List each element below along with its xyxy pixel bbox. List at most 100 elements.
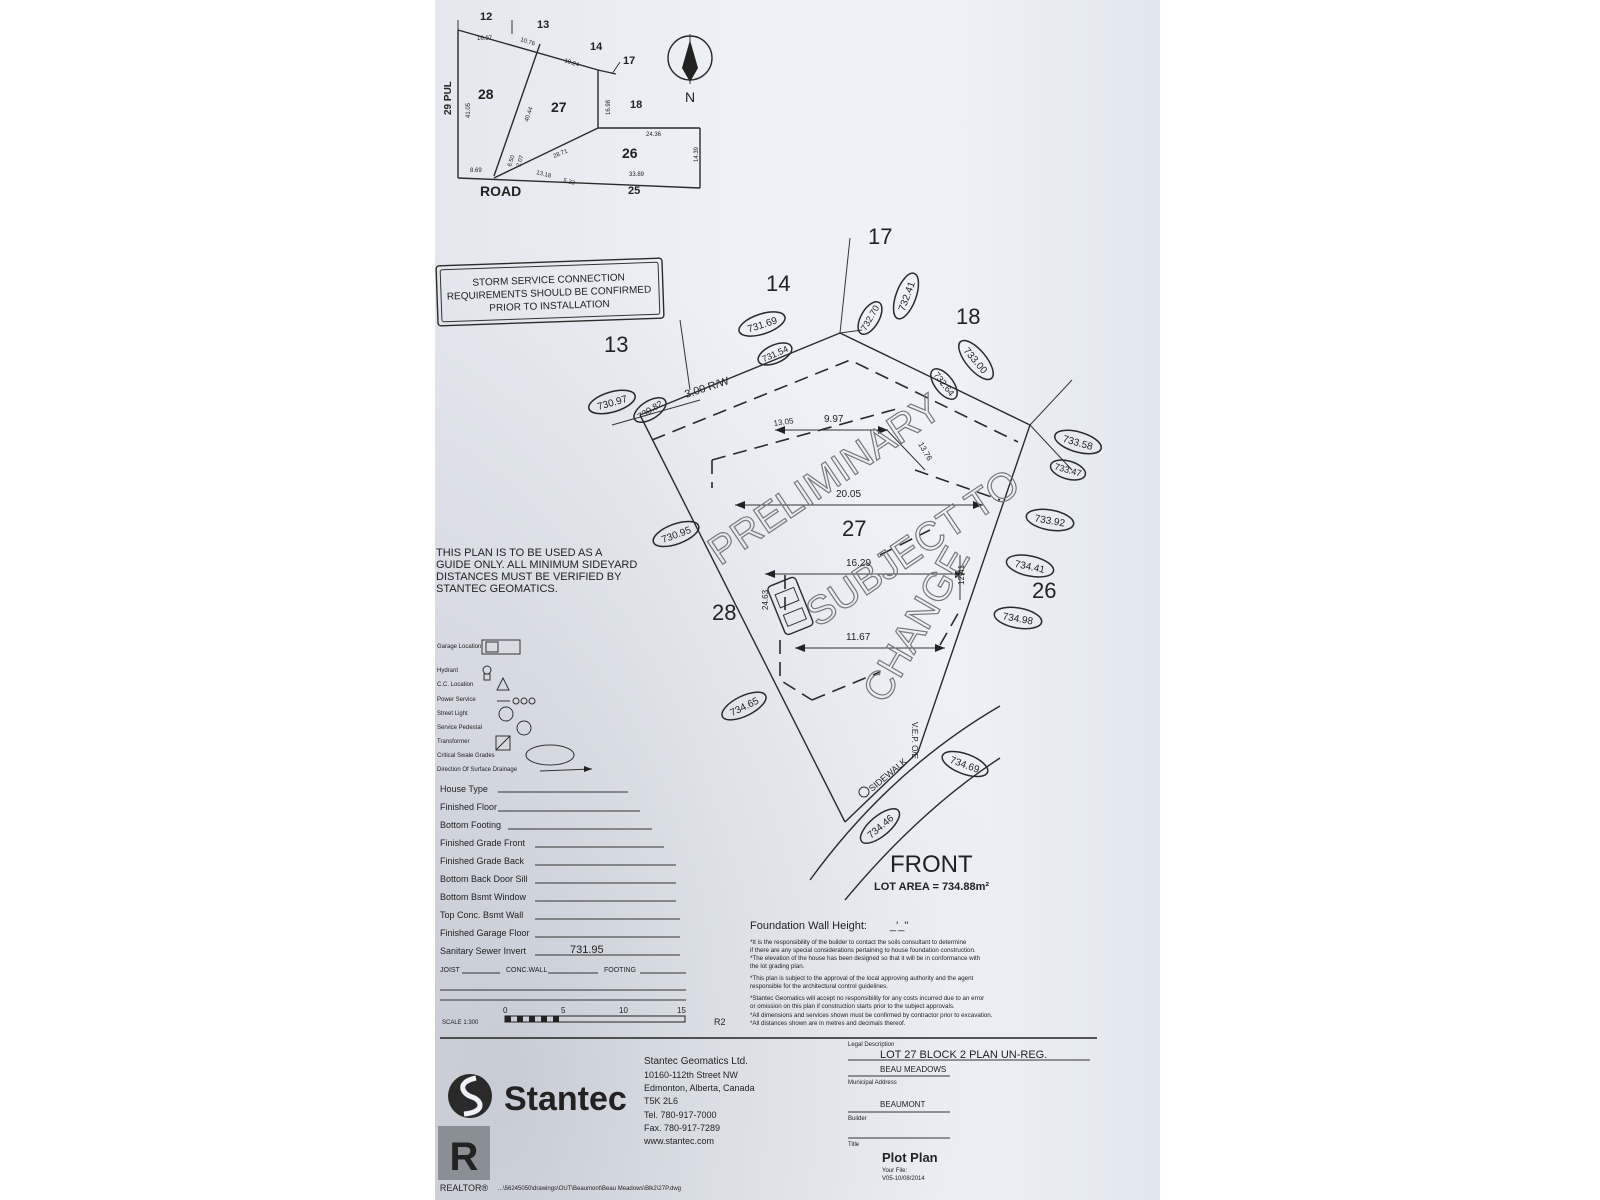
file-caption: Your File: xyxy=(882,1168,907,1174)
legend-label: Power Service xyxy=(437,697,476,703)
garage-location-icon xyxy=(767,576,814,636)
realtor-logo-letter: R xyxy=(450,1135,479,1179)
critical-swale-legend-icon xyxy=(525,744,575,766)
key-dim: 2.07 xyxy=(516,154,526,168)
foundation-note-line: *It is the responsibility of the builder… xyxy=(750,939,967,946)
file-date: V05-10/08/2014 xyxy=(882,1176,925,1182)
cc-location-legend-icon xyxy=(496,676,510,691)
stantec-logo-icon xyxy=(448,1074,492,1118)
lot-area: LOT AREA = 734.88m² xyxy=(874,881,989,893)
guide-note: THIS PLAN IS TO BE USED AS A GUIDE ONLY.… xyxy=(436,547,637,595)
drawing-title: Plot Plan xyxy=(882,1150,938,1165)
foundation-wall-label: Foundation Wall Height: xyxy=(750,920,867,932)
form-field-label: Bottom Bsmt Window xyxy=(440,892,527,902)
row-label: 3.00 R/W xyxy=(683,375,731,401)
dimension-label: 13.76 xyxy=(916,441,934,463)
legal-caption: Legal Description xyxy=(848,1042,894,1048)
realtor-logo-icon: R REALTOR® xyxy=(438,1126,490,1193)
power-service-legend-icon xyxy=(497,697,536,705)
scale-tick: 10 xyxy=(619,1006,628,1015)
key-lot-27: 27 xyxy=(551,99,567,115)
builder-caption: Builder xyxy=(848,1116,867,1122)
scale-tick: 15 xyxy=(677,1006,686,1015)
legend-label: Service Pedestal xyxy=(437,725,482,731)
company-web: www.stantec.com xyxy=(643,1136,714,1146)
legend-label: Hydrant xyxy=(437,668,458,674)
scale-tick: 0 xyxy=(503,1006,508,1015)
subdivision-name: BEAU MEADOWS xyxy=(880,1065,946,1074)
sidewalk-label: SIDEWALK xyxy=(867,756,909,793)
grade-elevation: 730.97 xyxy=(596,394,629,413)
guide-note-line: THIS PLAN IS TO BE USED AS A xyxy=(436,547,603,559)
guide-note-line: DISTANCES MUST BE VERIFIED BY xyxy=(436,571,622,583)
key-dim: 28.71 xyxy=(553,148,570,159)
key-dim: 14.39 xyxy=(694,146,700,162)
key-lot-28: 28 xyxy=(478,86,494,102)
legend-label: Direction Of Surface Drainage xyxy=(437,767,518,773)
form-field-label: House Type xyxy=(440,784,488,794)
legend-label: Garage Location xyxy=(437,644,481,650)
key-dim: 5.33 xyxy=(563,178,576,187)
municipality: BEAUMONT xyxy=(880,1100,925,1109)
key-lot-25: 25 xyxy=(628,185,640,197)
dimension-lines xyxy=(735,426,983,652)
sanitary-sewer-invert-value: 731.95 xyxy=(570,944,604,956)
dimension-label: 12.41 xyxy=(957,564,966,585)
cc-location-icon xyxy=(858,786,870,798)
scale-tick: 5 xyxy=(561,1006,566,1015)
key-dim: 13.18 xyxy=(536,170,553,180)
realtor-logo-text: REALTOR® xyxy=(440,1183,489,1193)
legend-label: Transformer xyxy=(437,739,469,745)
foundation-note-line: *This plan is subject to the approval of… xyxy=(750,975,974,982)
preliminary-watermark: PRELIMINARY SUBJECT TO CHANGE xyxy=(700,385,1028,710)
foundation-note-line: *All distances shown are in metres and d… xyxy=(750,1020,906,1027)
grade-elevation: 732.70 xyxy=(859,304,881,333)
legend-label: Critical Swale Grades xyxy=(437,753,495,759)
form-field-label: Top Conc. Bsmt Wall xyxy=(440,910,523,920)
drainage-direction-legend-icon xyxy=(539,766,593,772)
form-field-label: Sanitary Sewer Invert xyxy=(440,946,527,956)
form-field-label: Finished Floor xyxy=(440,802,497,812)
key-lot-12: 12 xyxy=(480,11,492,23)
company-name: Stantec Geomatics Ltd. xyxy=(644,1056,748,1067)
guide-note-line: GUIDE ONLY. ALL MINIMUM SIDEYARD xyxy=(436,559,637,571)
dimension-label: 20.05 xyxy=(836,489,861,500)
dimension-label: 24.63 xyxy=(761,589,770,610)
vep-label: V.E.P. O/E xyxy=(910,722,919,759)
scale-label: SCALE 1:300 xyxy=(442,1020,479,1026)
key-dim: 8.69 xyxy=(470,168,482,174)
lot-label-14: 14 xyxy=(766,271,790,296)
foundation-wall-value: _'_" xyxy=(889,920,908,932)
dimension-label: 16.29 xyxy=(846,558,871,569)
key-dim: 41.05 xyxy=(466,102,472,118)
grade-elevations: 731.69 732.41 732.70 733.00 731.54 730.9… xyxy=(588,272,1102,844)
grade-elevation: 734.98 xyxy=(1002,611,1034,627)
grade-elevation: 731.54 xyxy=(760,344,789,364)
form-field-label: Bottom Footing xyxy=(440,820,501,830)
key-lot-14: 14 xyxy=(590,41,603,53)
form-bottom-label: CONC.WALL xyxy=(506,967,547,974)
service-pedestal-legend-icon xyxy=(516,720,532,736)
front-label: FRONT xyxy=(890,851,973,878)
grade-elevation: 733.58 xyxy=(1061,434,1094,453)
grade-elevation: 734.65 xyxy=(728,696,761,719)
foundation-note-line: responsible for the architectural contro… xyxy=(750,983,888,990)
guide-note-line: STANTEC GEOMATICS. xyxy=(436,583,558,595)
company-address-line: Edmonton, Alberta, Canada xyxy=(644,1083,755,1093)
foundation-note-line: *The elevation of the house has been des… xyxy=(750,955,981,962)
grades-form: House Type Finished Floor Bottom Footing… xyxy=(440,784,686,1001)
foundation-note-line: if there are any special considerations … xyxy=(750,947,976,954)
north-arrow-icon xyxy=(667,34,713,84)
revision-label: R2 xyxy=(714,1017,726,1027)
key-plan: 12 13 14 17 28 27 18 26 25 29 PUL ROAD 1… xyxy=(443,11,713,199)
key-dim: 40.44 xyxy=(524,106,535,123)
lot-label-26: 26 xyxy=(1032,578,1056,603)
key-lot-26: 26 xyxy=(622,145,638,161)
municipal-caption: Municipal Address xyxy=(848,1080,897,1086)
legend-label: C.C. Location xyxy=(437,682,473,688)
key-lot-17: 17 xyxy=(623,55,635,67)
lot-label-13: 13 xyxy=(604,332,628,357)
lot-label-27: 27 xyxy=(842,516,866,541)
company-tel: Tel. 780-917-7000 xyxy=(644,1110,717,1120)
